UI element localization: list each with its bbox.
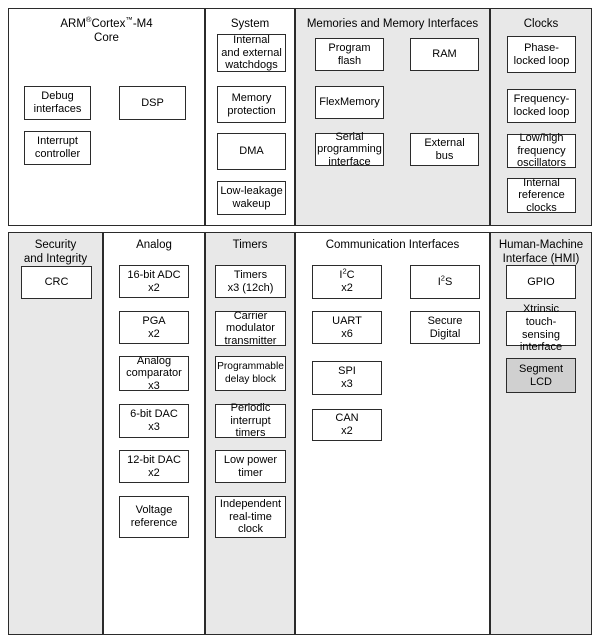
block-i2s[interactable]: I2S (410, 265, 480, 299)
block-internal-reference-clocks[interactable]: Internal reference clocks (507, 177, 576, 214)
panel-clocks[interactable]: Clocks Phase- locked loop Frequency- loc… (490, 8, 592, 226)
i2c-superscript: 2 (342, 266, 347, 276)
block-can[interactable]: CAN x2 (312, 409, 382, 441)
block-serial-programming-interface[interactable]: Serial programming interface (315, 131, 384, 168)
i2s-base: I (437, 275, 441, 288)
arm-title-line2: Core (94, 31, 119, 44)
panel-system[interactable]: System Internal and external watchdogs M… (205, 8, 295, 226)
panel-title-hmi: Human-Machine Interface (HMI) (498, 239, 584, 265)
block-oscillators[interactable]: Low/high frequency oscillators (507, 132, 576, 169)
block-i2s-line1: I2S (437, 273, 453, 289)
i2s-superscript: 2 (440, 273, 445, 283)
block-secure-digital[interactable]: Secure Digital (410, 311, 480, 344)
arm-title-base: ARM (60, 18, 86, 30)
block-xtrinsic-touch-sensing-interface[interactable]: Xtrinsic touch-sensing interface (506, 303, 576, 353)
block-dsp[interactable]: DSP (119, 86, 186, 120)
panel-communication-interfaces[interactable]: Communication Interfaces I2C x2 I2S UART… (295, 232, 490, 635)
panel-memories[interactable]: Memories and Memory Interfaces Program f… (295, 8, 490, 226)
block-uart[interactable]: UART x6 (312, 311, 382, 344)
block-analog-comparator[interactable]: Analog comparator x3 (119, 355, 189, 392)
panel-title-arm-core: ARM®Cortex™-M4 Core (9, 15, 204, 45)
block-gpio[interactable]: GPIO (506, 265, 576, 299)
panel-title-timers: Timers (232, 239, 268, 251)
block-dac-6bit[interactable]: 6-bit DAC x3 (119, 404, 189, 438)
block-interrupt-controller[interactable]: Interrupt controller (24, 131, 91, 165)
block-memory-protection[interactable]: Memory protection (217, 86, 286, 123)
panel-title-security-integrity: Security and Integrity (23, 239, 88, 265)
block-i2c[interactable]: I2C x2 (312, 265, 382, 299)
panel-title-system: System (230, 18, 270, 30)
block-dma[interactable]: DMA (217, 133, 286, 170)
i2c-base: I (339, 269, 343, 282)
i2c-rest: C (346, 269, 355, 282)
panel-timers[interactable]: Timers Timers x3 (12ch) Carrier modulato… (205, 232, 295, 635)
panel-analog[interactable]: Analog 16-bit ADC x2 PGA x2 Analog compa… (103, 232, 205, 635)
block-voltage-reference[interactable]: Voltage reference (119, 496, 189, 538)
block-spi[interactable]: SPI x3 (312, 361, 382, 395)
panel-title-clocks: Clocks (523, 18, 559, 30)
block-ram[interactable]: RAM (410, 38, 479, 71)
block-programmable-delay-block[interactable]: Programmable delay block (215, 356, 286, 391)
block-segment-lcd[interactable]: Segment LCD (506, 358, 576, 393)
block-i2c-line2: x2 (341, 282, 353, 294)
block-timers[interactable]: Timers x3 (12ch) (215, 265, 286, 298)
arm-title-mid: Cortex (91, 18, 126, 30)
panel-security-integrity[interactable]: Security and Integrity CRC (8, 232, 103, 635)
block-external-bus[interactable]: External bus (410, 133, 479, 166)
block-periodic-interrupt-timers[interactable]: Periodic interrupt timers (215, 402, 286, 439)
block-i2c-line1: I2C (339, 266, 355, 282)
arm-title-tail: -M4 (132, 18, 153, 30)
panel-title-memories: Memories and Memory Interfaces (306, 18, 479, 30)
block-flexmemory[interactable]: FlexMemory (315, 86, 384, 119)
block-independent-real-time-clock[interactable]: Independent real-time clock (215, 496, 286, 538)
panel-hmi[interactable]: Human-Machine Interface (HMI) GPIO Xtrin… (490, 232, 592, 635)
panel-arm-core[interactable]: ARM®Cortex™-M4 Core Debug interfaces DSP… (8, 8, 205, 226)
block-program-flash[interactable]: Program flash (315, 38, 384, 71)
registered-icon: ® (85, 15, 92, 25)
block-adc-16bit[interactable]: 16-bit ADC x2 (119, 265, 189, 298)
panel-title-analog: Analog (136, 239, 172, 251)
block-low-leakage-wakeup[interactable]: Low-leakage wakeup (217, 181, 286, 215)
panel-title-communication-interfaces: Communication Interfaces (325, 239, 460, 251)
trademark-icon: ™ (125, 15, 133, 25)
block-pga[interactable]: PGA x2 (119, 311, 189, 344)
i2s-rest: S (444, 275, 453, 288)
block-phase-locked-loop[interactable]: Phase- locked loop (507, 36, 576, 73)
block-crc[interactable]: CRC (21, 266, 92, 299)
block-frequency-locked-loop[interactable]: Frequency- locked loop (507, 89, 576, 123)
block-low-power-timer[interactable]: Low power timer (215, 450, 286, 483)
block-watchdogs[interactable]: Internal and external watchdogs (217, 34, 286, 72)
block-debug-interfaces[interactable]: Debug interfaces (24, 86, 91, 120)
block-dac-12bit[interactable]: 12-bit DAC x2 (119, 450, 189, 483)
block-carrier-modulator-transmitter[interactable]: Carrier modulator transmitter (215, 310, 286, 347)
